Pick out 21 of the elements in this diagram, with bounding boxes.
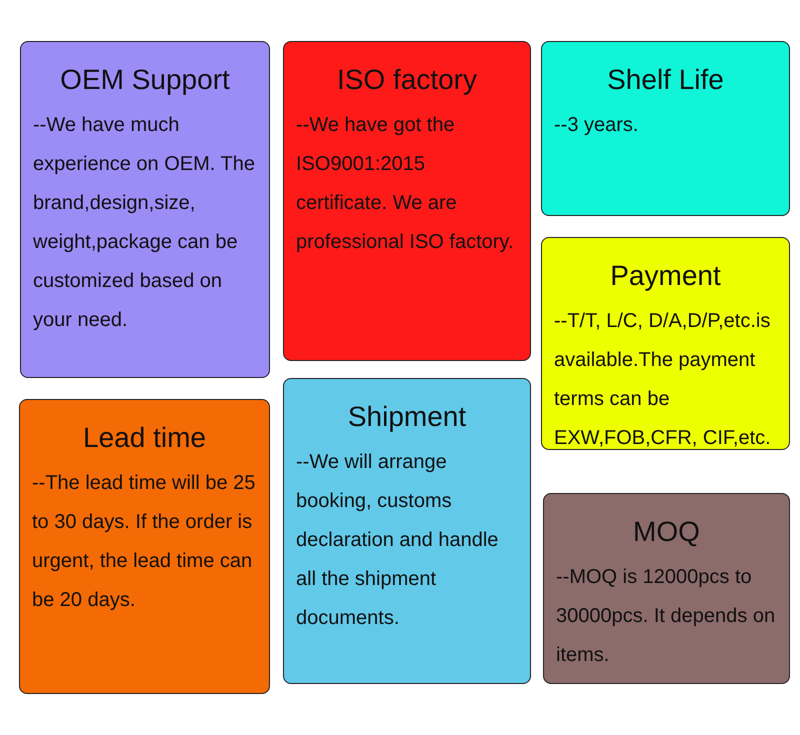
card-text: --We have got the ISO9001:2015 certificate. We are professional ISO factory. [296, 113, 514, 255]
card-title: Shipment [346, 401, 468, 433]
card-title: Payment [609, 260, 722, 292]
info-card [283, 41, 531, 361]
info-card [541, 41, 790, 216]
info-card [543, 493, 790, 684]
card-text: --3 years. [554, 113, 640, 138]
card-title: ISO factory [336, 64, 478, 96]
card-text: --We will arrange booking, customs declaration and handle all the shipment documents. [296, 450, 500, 631]
card-text: --The lead time will be 25 to 30 days. If the order is urgent, the lead time can be 20 days. [32, 471, 256, 613]
card-title: Shelf Life [606, 64, 725, 96]
card-text: --T/T, L/C, D/A,D/P,etc.is available.The payment terms can be EXW,FOB,CFR, CIF,etc. [554, 309, 772, 451]
card-text: --We have much experience on OEM. The brand,design,size, weight,package can be customized based on your need. [33, 113, 256, 333]
info-card [20, 41, 270, 378]
info-card [283, 378, 531, 684]
card-title: Lead time [82, 422, 207, 454]
card-text: --MOQ is 12000pcs to 30000pcs. It depends on items. [556, 565, 776, 668]
info-card [19, 399, 270, 694]
card-title: OEM Support [59, 64, 231, 96]
card-title: MOQ [632, 516, 701, 548]
info-card [541, 237, 790, 450]
